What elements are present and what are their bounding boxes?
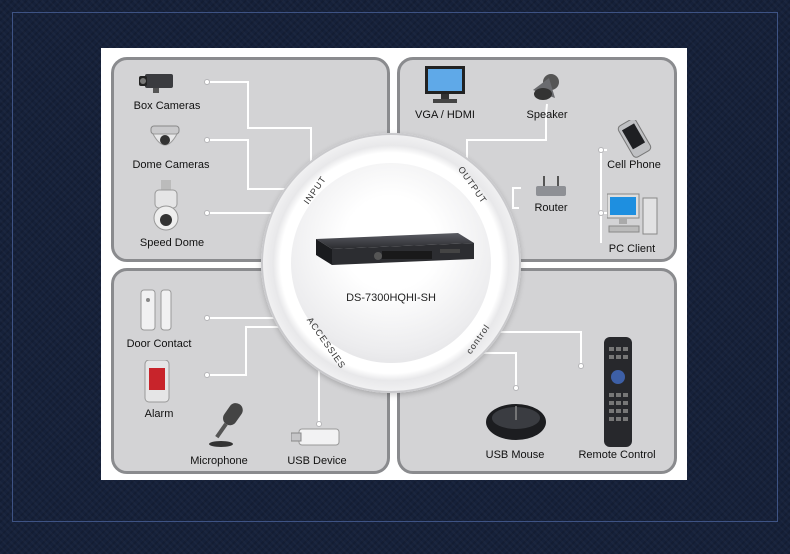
diagram-canvas: INPUT OUTPUT ACCESSIES control DS-7300HQ… <box>101 48 687 480</box>
speaker-label: Speaker <box>526 109 568 121</box>
door-contact-label: Door Contact <box>126 338 192 350</box>
usb-mouse-label: USB Mouse <box>485 449 545 461</box>
connector-dot <box>204 137 210 143</box>
speed-dome-label: Speed Dome <box>139 237 205 249</box>
connector-dot <box>204 79 210 85</box>
connector-dot <box>578 363 584 369</box>
center-disc <box>291 163 491 363</box>
vga-hdmi-label: VGA / HDMI <box>415 109 475 121</box>
cell-phone-icon <box>617 120 652 158</box>
dvr-device-icon <box>316 233 474 265</box>
alarm-icon <box>144 360 170 403</box>
connector-dot <box>598 210 604 216</box>
speaker-icon <box>533 74 559 100</box>
dome-camera-icon <box>150 125 180 146</box>
monitor-icon <box>425 66 465 103</box>
remote-control-label: Remote Control <box>578 449 656 461</box>
door-contact-icon <box>140 289 172 331</box>
box-cameras-label: Box Cameras <box>133 100 201 112</box>
pc-client-icon <box>607 193 658 235</box>
cell-phone-label: Cell Phone <box>607 159 661 171</box>
connector-dot <box>513 385 519 391</box>
usb-mouse-icon <box>486 404 546 440</box>
outer-frame <box>12 12 778 522</box>
router-label: Router <box>534 202 568 214</box>
speed-dome-icon <box>153 180 179 231</box>
microphone-label: Microphone <box>190 455 248 467</box>
alarm-label: Alarm <box>144 408 174 420</box>
dome-cameras-label: Dome Cameras <box>132 159 210 171</box>
connector-dot <box>204 315 210 321</box>
usb-device-icon <box>291 428 340 446</box>
router-icon <box>536 176 566 196</box>
connector-dot <box>204 210 210 216</box>
center-title: DS-7300HQHI-SH <box>346 292 436 304</box>
remote-control-icon <box>604 337 632 447</box>
connector-dot <box>204 372 210 378</box>
connector-dot <box>316 421 322 427</box>
box-camera-icon <box>139 74 173 93</box>
microphone-icon <box>209 403 243 447</box>
connector-dot <box>598 147 604 153</box>
usb-device-label: USB Device <box>287 455 347 467</box>
pc-client-label: PC Client <box>608 243 656 255</box>
